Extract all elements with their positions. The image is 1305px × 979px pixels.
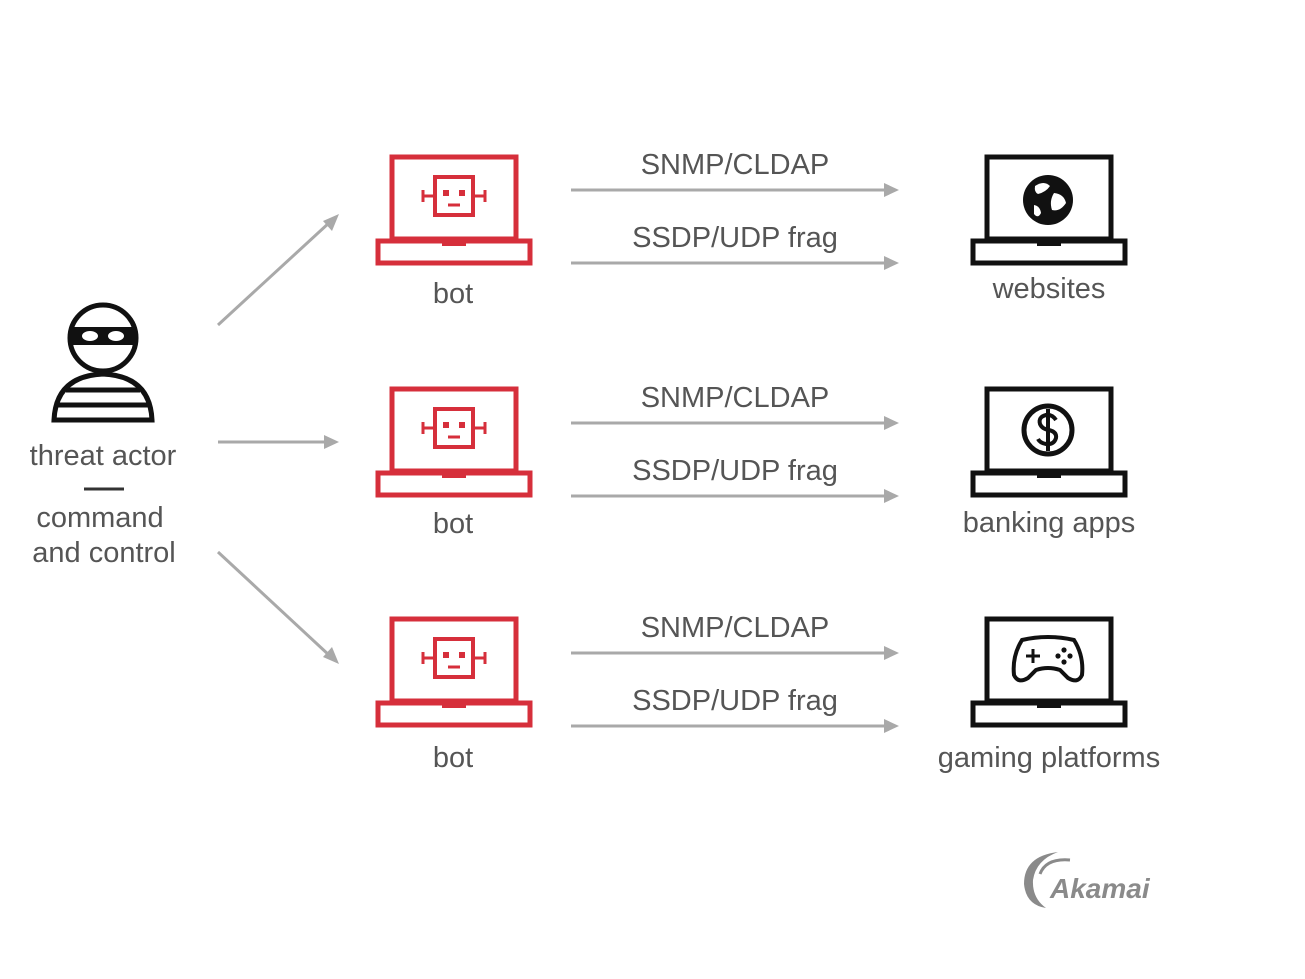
bot-label: bot — [433, 278, 473, 310]
protocol-bottom-label: SSDP/UDP frag — [632, 222, 838, 254]
protocol-bottom-label: SSDP/UDP frag — [632, 455, 838, 487]
arrow-protocol-bottom — [571, 489, 899, 503]
actor-label-line3: and control — [32, 537, 176, 569]
target-label: websites — [992, 273, 1106, 305]
arrow-protocol-top — [571, 646, 899, 660]
globe-icon — [1023, 175, 1073, 225]
bot-laptop-icon — [378, 619, 530, 725]
brand-name: Akamai — [1049, 873, 1151, 904]
actor-label-line2: command — [36, 502, 163, 534]
bot-laptop-icon — [378, 157, 530, 263]
masked-person-icon — [51, 302, 155, 423]
attack-row-2: bot SNMP/CLDAP SSDP/UDP frag banking app… — [378, 382, 1135, 540]
protocol-top-label: SNMP/CLDAP — [641, 382, 830, 414]
bot-laptop-icon — [378, 389, 530, 495]
akamai-logo: Akamai — [1024, 852, 1151, 908]
attack-row-1: bot SNMP/CLDAP SSDP/UDP frag websites — [378, 149, 1125, 310]
bot-label: bot — [433, 742, 473, 774]
arrow-protocol-top — [571, 183, 899, 197]
target-label: gaming platforms — [938, 742, 1160, 774]
dollar-coin-icon — [1021, 403, 1075, 457]
threat-actor: threat actor command and control — [30, 302, 177, 569]
arrow-actor-to-bot-1 — [216, 214, 339, 327]
arrow-actor-to-bot-2 — [218, 435, 339, 449]
protocol-top-label: SNMP/CLDAP — [641, 612, 830, 644]
attack-row-3: bot SNMP/CLDAP SSDP/UDP frag gaming plat… — [378, 612, 1160, 774]
arrow-protocol-bottom — [571, 719, 899, 733]
target-laptop-icon — [973, 619, 1125, 725]
arrow-protocol-bottom — [571, 256, 899, 270]
bot-label: bot — [433, 508, 473, 540]
arrow-actor-to-bot-3 — [216, 550, 339, 664]
protocol-top-label: SNMP/CLDAP — [641, 149, 830, 181]
arrow-protocol-top — [571, 416, 899, 430]
actor-label-line1: threat actor — [30, 440, 177, 472]
protocol-bottom-label: SSDP/UDP frag — [632, 685, 838, 717]
gamepad-icon — [1011, 635, 1085, 683]
actor-to-bot-arrows — [216, 214, 339, 664]
target-label: banking apps — [963, 507, 1136, 539]
